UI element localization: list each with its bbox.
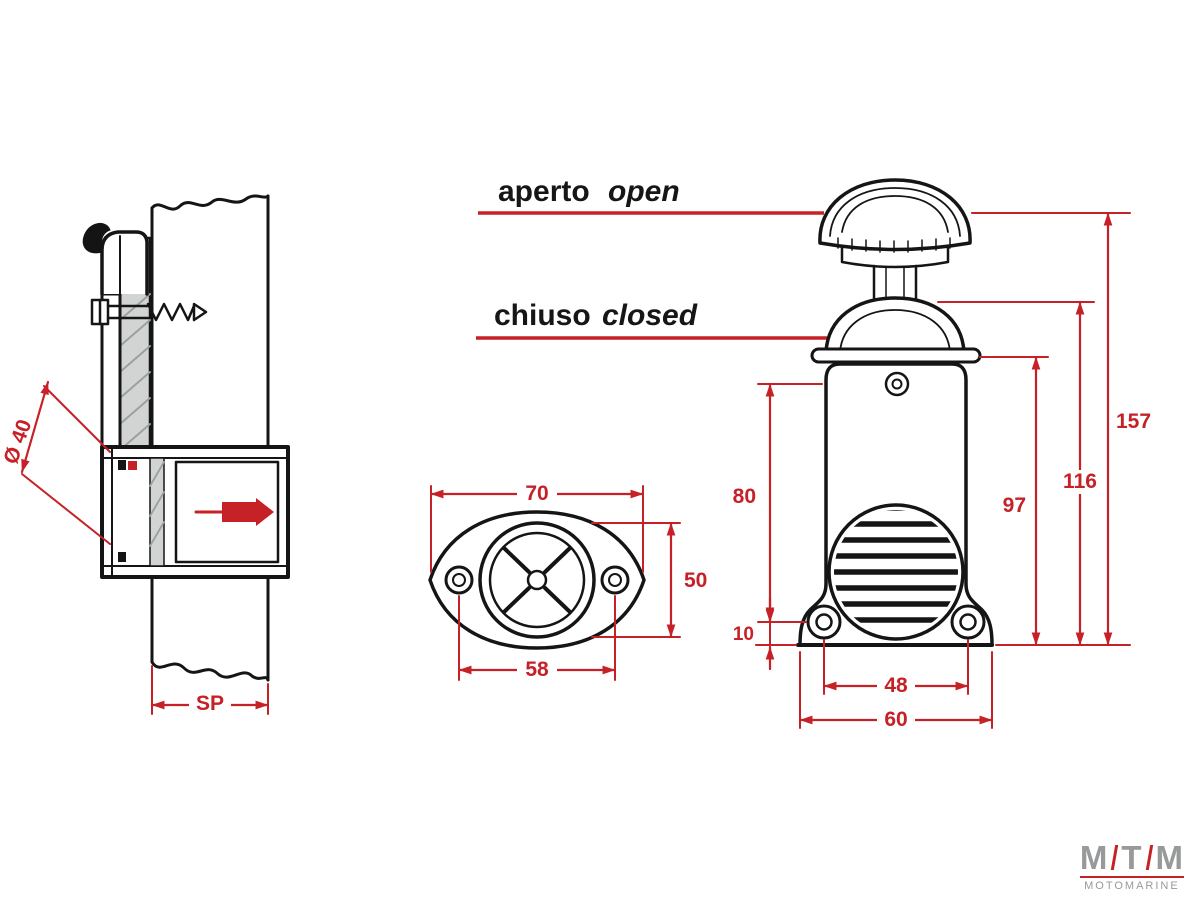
dim-height-50: 50 xyxy=(591,521,707,639)
side-view: 80 10 48 60 97 xyxy=(733,178,1151,731)
flange-screw-holes xyxy=(444,565,630,595)
vent-ring-outer xyxy=(478,521,596,639)
dim-label-58: 58 xyxy=(525,658,549,681)
dim-screws-48: 48 xyxy=(822,639,970,697)
device-body xyxy=(796,347,994,647)
wall-section xyxy=(150,194,270,682)
vent-cross xyxy=(502,546,572,614)
dim-width-70: 70 xyxy=(429,482,645,573)
dim-label-48: 48 xyxy=(884,674,908,697)
grille xyxy=(827,503,965,641)
dim-panel-thickness: SP xyxy=(150,665,270,716)
state-callouts: aperto open chiuso closed xyxy=(476,175,832,340)
dim-label-80: 80 xyxy=(733,485,756,508)
vent-ring-inner xyxy=(488,531,586,629)
front-view: 70 50 58 xyxy=(428,482,707,681)
dim-116: 116 xyxy=(937,300,1102,647)
dim-label-10: 10 xyxy=(733,624,754,645)
dome-flange xyxy=(810,347,982,364)
label-chiuso: chiuso xyxy=(494,299,591,332)
label-open: open xyxy=(608,175,680,208)
label-aperto: aperto xyxy=(498,175,590,208)
logo-subtitle: MOTOMARINE xyxy=(1079,876,1184,892)
dim-holes-58: 58 xyxy=(457,595,617,681)
clip-hook xyxy=(82,223,149,296)
mtm-logo: M T M MOTOMARINE xyxy=(1079,841,1184,892)
dim-label-sp: SP xyxy=(196,692,224,715)
latch-plunger xyxy=(194,498,274,526)
cap-stem xyxy=(872,264,918,300)
logo-separator xyxy=(1145,845,1153,870)
dim-body-80: 80 xyxy=(733,382,823,624)
dim-foot-10: 10 xyxy=(733,596,797,671)
dim-157: 157 xyxy=(971,211,1151,647)
closed-dome xyxy=(824,296,966,354)
logo-letter-t: T xyxy=(1121,839,1143,876)
logo-letters: M T M xyxy=(1080,841,1184,874)
dim-label-50: 50 xyxy=(684,569,707,592)
logo-separator xyxy=(1111,845,1119,870)
dim-base-60: 60 xyxy=(798,651,994,731)
dim-label-60: 60 xyxy=(884,708,907,731)
mounting-screw xyxy=(90,298,208,326)
vent-hub xyxy=(526,569,548,591)
section-view: Ø 40 SP xyxy=(0,194,290,716)
dim-label-97: 97 xyxy=(1003,494,1026,517)
clip-body xyxy=(100,445,290,579)
dim-label-157: 157 xyxy=(1116,410,1151,433)
dim-label-70: 70 xyxy=(525,482,548,505)
top-screw xyxy=(884,371,910,397)
open-cap xyxy=(818,178,972,300)
dim-97: 97 xyxy=(979,355,1049,647)
label-closed: closed xyxy=(602,299,698,332)
ear-screws xyxy=(806,604,986,640)
logo-letter-m1: M xyxy=(1079,839,1109,876)
dim-label-116: 116 xyxy=(1063,470,1097,493)
dim-diameter-40: Ø 40 xyxy=(0,380,111,545)
logo-letter-m2: M xyxy=(1155,839,1184,876)
